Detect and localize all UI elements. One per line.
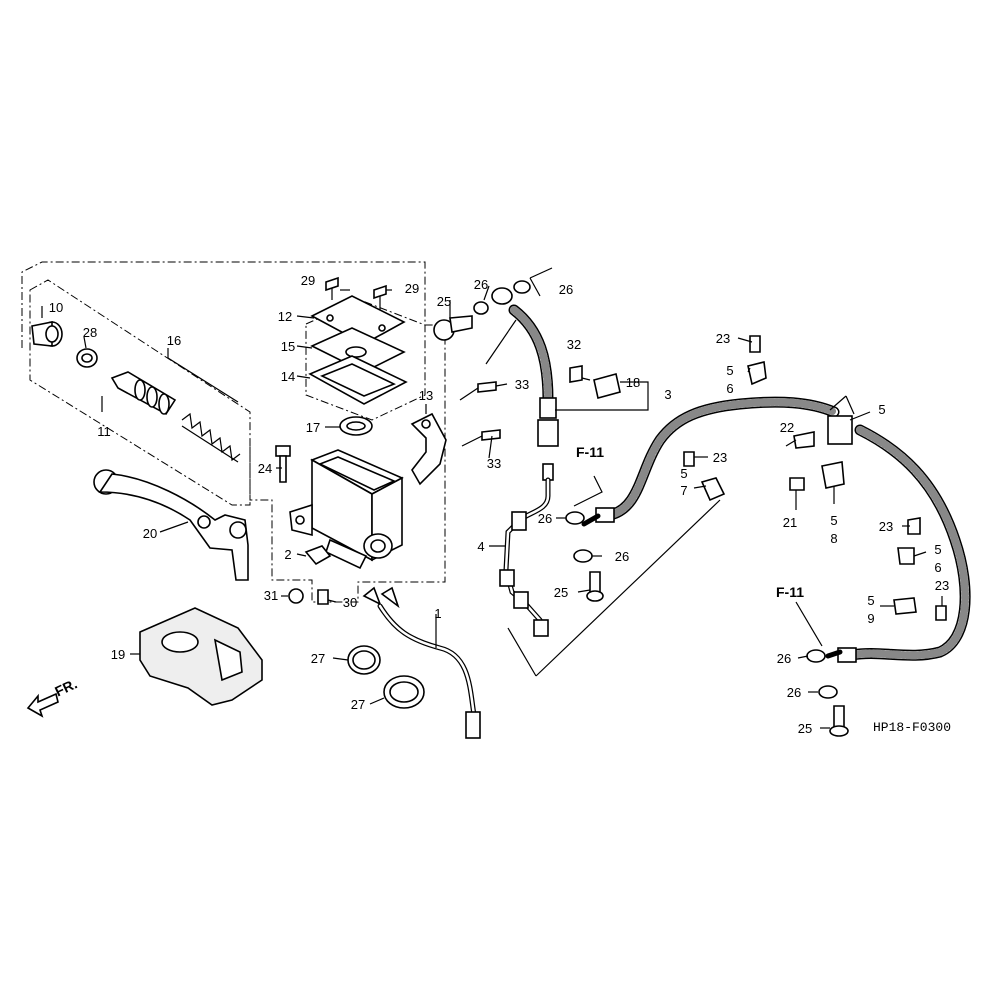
callout-8: 8 — [830, 531, 837, 546]
diagram-code: HP18-F0300 — [873, 720, 951, 735]
callout-7: 7 — [680, 483, 687, 498]
piston-assembly — [110, 371, 177, 416]
callout-30: 30 — [343, 595, 357, 610]
holder-clamp — [410, 412, 447, 486]
callout-23b: 23 — [713, 450, 727, 465]
callout-25b: 25 — [554, 585, 568, 600]
callout-15: 15 — [281, 339, 295, 354]
upper-brake-hose — [491, 287, 559, 447]
callout-16: 16 — [167, 333, 181, 348]
oil-bolts — [433, 315, 849, 737]
handlebar-housing — [139, 607, 263, 706]
section-ref-f11-upper: F-11 — [576, 444, 604, 460]
float — [339, 416, 373, 436]
callout-5d: 5 — [878, 402, 885, 417]
clamp-bolts — [459, 381, 501, 447]
front-direction-arrow — [26, 692, 59, 718]
callout-5b: 5 — [680, 466, 687, 481]
switch-wire — [362, 586, 481, 739]
callout-19: 19 — [111, 647, 125, 662]
callout-26a: 26 — [474, 277, 488, 292]
callout-3: 3 — [664, 387, 671, 402]
callout-23d: 23 — [935, 578, 949, 593]
section-ref-f11-lower: F-11 — [776, 584, 804, 600]
callout-28: 28 — [83, 325, 97, 340]
callout-26b: 26 — [559, 282, 573, 297]
callout-20: 20 — [143, 526, 157, 541]
brake-lever — [93, 469, 249, 581]
callout-5e: 5 — [934, 542, 941, 557]
callout-2: 2 — [284, 547, 291, 562]
callout-26f: 26 — [787, 685, 801, 700]
callout-4: 4 — [477, 539, 484, 554]
brake-switch — [304, 545, 332, 566]
callout-17: 17 — [306, 420, 320, 435]
brake-pipe — [499, 463, 554, 637]
hose-clamps — [683, 335, 947, 621]
callout-12: 12 — [278, 309, 292, 324]
front-brake-hoses — [581, 396, 971, 663]
callout-29a: 29 — [301, 273, 315, 288]
callout-23a: 23 — [716, 331, 730, 346]
spring — [181, 412, 241, 463]
callout-33a: 33 — [515, 377, 529, 392]
callout-9: 9 — [867, 611, 874, 626]
circlip — [76, 348, 98, 368]
callout-26e: 26 — [777, 651, 791, 666]
callout-22: 22 — [780, 420, 794, 435]
pivot-bolt — [275, 445, 291, 483]
callout-5f: 5 — [867, 593, 874, 608]
callout-33b: 33 — [487, 456, 501, 471]
small-screws — [288, 276, 387, 605]
leader-lines — [41, 267, 943, 729]
callout-labels: 1 2 3 4 5 5 5 5 5 5 6 6 7 8 9 10 11 12 1… — [49, 273, 949, 736]
callout-1: 1 — [434, 606, 441, 621]
diaphragm — [308, 355, 408, 405]
callout-25c: 25 — [798, 721, 812, 736]
callout-24: 24 — [258, 461, 272, 476]
callout-6b: 6 — [934, 560, 941, 575]
callout-29b: 29 — [405, 281, 419, 296]
callout-14: 14 — [281, 369, 295, 384]
callout-21: 21 — [783, 515, 797, 530]
callout-27b: 27 — [351, 697, 365, 712]
hose-joint — [569, 365, 621, 399]
callout-26d: 26 — [615, 549, 629, 564]
callout-13: 13 — [419, 388, 433, 403]
callout-25a: 25 — [437, 294, 451, 309]
direction-label: FR. — [52, 675, 79, 699]
callout-27a: 27 — [311, 651, 325, 666]
callout-32: 32 — [567, 337, 581, 352]
callout-11: 11 — [97, 424, 111, 439]
wire-bands — [347, 645, 425, 709]
callout-18: 18 — [626, 375, 640, 390]
grommet-boot — [31, 321, 63, 347]
callout-31: 31 — [264, 588, 278, 603]
master-cylinder-body — [289, 449, 404, 570]
callout-5c: 5 — [830, 513, 837, 528]
assembly-boundary — [21, 261, 446, 603]
piston-kit-boundary — [29, 279, 251, 506]
callout-5a: 5 — [726, 363, 733, 378]
callout-10: 10 — [49, 300, 63, 315]
callout-6a: 6 — [726, 381, 733, 396]
callout-23c: 23 — [879, 519, 893, 534]
callout-26c: 26 — [538, 511, 552, 526]
sealing-washers — [473, 280, 838, 699]
